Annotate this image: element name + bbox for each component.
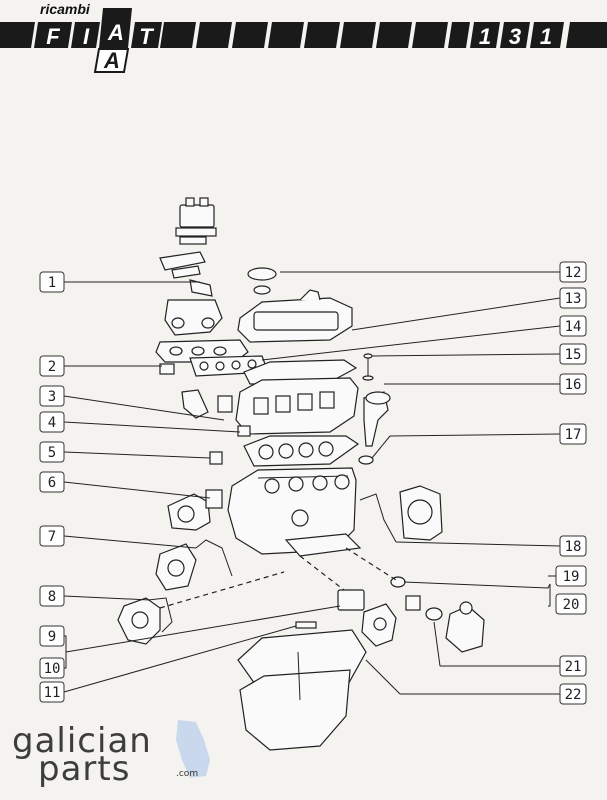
svg-text:6: 6 [48,475,56,491]
oil-pan-part [237,621,367,751]
svg-text:13: 13 [565,291,582,307]
watermark-suffix: .com [176,769,198,779]
svg-text:2: 2 [48,359,56,375]
svg-text:12: 12 [565,265,582,281]
callout-4: 4 [39,411,65,433]
water-pump-part [167,489,223,531]
svg-text:18: 18 [565,539,582,555]
thermostat-housing-part [181,389,233,419]
svg-text:19: 19 [563,569,580,585]
callout-9: 9 [39,625,65,647]
callout-6: 6 [39,471,65,493]
callout-8: 8 [39,585,65,607]
logo-letter-a-lower: A [103,48,120,73]
front-cover-part [117,597,173,645]
logo-letter-f: F [46,24,60,49]
svg-text:21: 21 [565,659,582,675]
logo-letter-t: T [139,24,154,49]
svg-text:8: 8 [48,589,56,605]
carburettor-part [159,197,217,279]
small-gaskets-part [209,425,374,465]
callout-3: 3 [39,385,65,407]
model-digit-3: 3 [509,24,521,49]
svg-text:17: 17 [565,427,582,443]
callout-2: 2 [39,355,65,377]
model-digit-1: 1 [479,24,491,49]
oil-pump-gasket-part [337,589,365,611]
header-banner: ricambi F I A T A [0,1,607,73]
callout-22: 22 [559,683,587,705]
callout-7: 7 [39,525,65,547]
logo-letter-i: I [83,24,90,49]
model-number: 1 3 1 [470,22,564,49]
oil-cap-part [247,267,277,295]
callout-18: 18 [559,535,587,557]
engine-block-part [227,467,362,557]
callout-19: 19 [555,565,587,587]
callout-20: 20 [555,593,587,615]
callout-10: 10 [39,657,65,679]
callout-1: 1 [39,271,65,293]
callout-12: 12 [559,261,587,283]
logo-letter-a: A [107,20,124,45]
callout-15: 15 [559,343,587,365]
svg-text:15: 15 [565,347,582,363]
svg-text:5: 5 [48,445,56,461]
engine-parts-drawing [117,197,485,751]
galicianparts-watermark: galician parts .com [12,720,210,789]
watermark-line1: galician [12,721,152,761]
svg-text:9: 9 [48,629,56,645]
svg-text:14: 14 [565,319,582,335]
brand-label: ricambi [40,1,91,17]
svg-text:1: 1 [48,275,56,291]
callout-16: 16 [559,373,587,395]
valve-cover-part [237,289,353,343]
callout-5: 5 [39,441,65,463]
oil-pump-part [361,603,397,647]
svg-text:3: 3 [48,389,56,405]
fuel-pump-part [390,576,485,653]
callout-21: 21 [559,655,587,677]
svg-text:7: 7 [48,529,56,545]
rear-main-seal-part [359,485,443,543]
head-gasket-part [243,435,360,467]
callouts-right: 12 13 14 15 16 17 18 19 20 21 22 [555,261,587,705]
svg-text:11: 11 [44,685,61,701]
distributor-part [363,391,391,447]
leader-lines [63,271,561,695]
callout-14: 14 [559,315,587,337]
svg-text:22: 22 [565,687,582,703]
svg-text:16: 16 [565,377,582,393]
valve-part [362,353,374,381]
callout-11: 11 [39,681,65,703]
model-digit-1b: 1 [540,24,552,49]
timing-cover-part [155,539,233,591]
callouts-left: 1 2 3 4 5 6 7 8 9 10 11 [39,271,65,703]
cylinder-head-part [235,377,359,435]
callout-13: 13 [559,287,587,309]
fiat-logo: F I A T A [34,8,162,73]
svg-text:20: 20 [563,597,580,613]
intake-manifold-part [155,279,249,363]
svg-text:10: 10 [44,661,61,677]
watermark-line2: parts [38,749,130,789]
svg-text:4: 4 [48,415,56,431]
callout-17: 17 [559,423,587,445]
galicia-map-icon [176,720,210,778]
